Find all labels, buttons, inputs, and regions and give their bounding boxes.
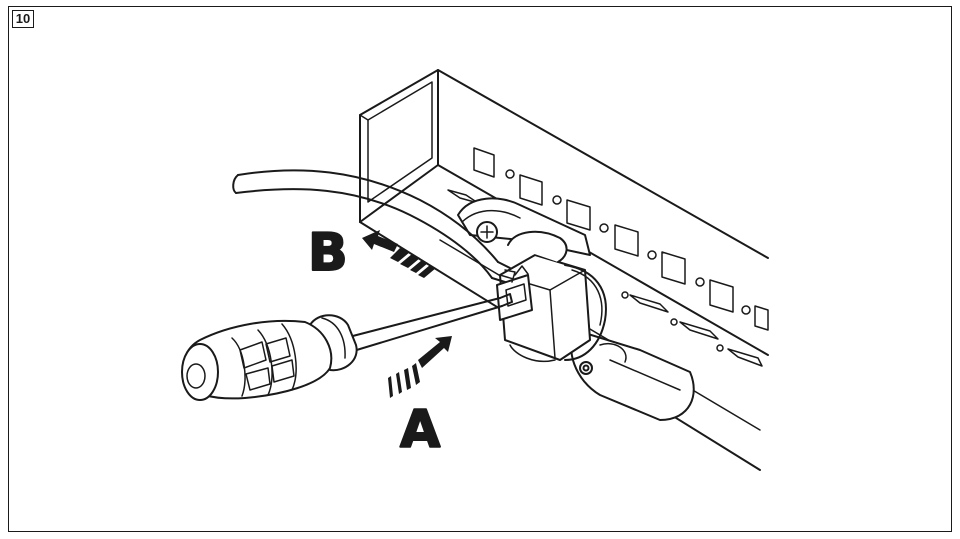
- screwdriver-icon: [181, 293, 513, 401]
- terminal-connector-icon: [496, 254, 607, 362]
- screw-icon: [476, 221, 498, 243]
- pull-arrow-icon: [362, 230, 436, 278]
- step-number-badge: 10: [12, 10, 34, 28]
- figure-frame: [8, 6, 952, 532]
- push-arrow-icon: [388, 336, 452, 398]
- callout-b-label: B: [308, 223, 348, 283]
- connector-collar: [507, 230, 568, 263]
- callout-a-label: A: [400, 400, 440, 460]
- cable-icon: [232, 169, 516, 283]
- lower-housing: [570, 329, 695, 421]
